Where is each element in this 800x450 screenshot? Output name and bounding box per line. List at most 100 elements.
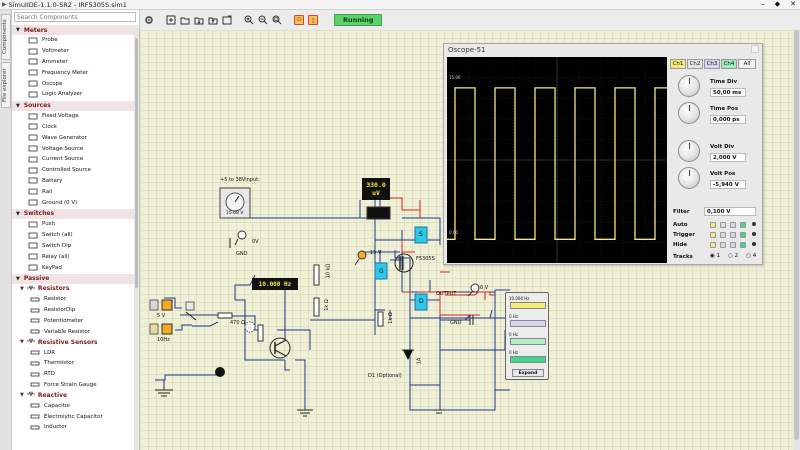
expand-button[interactable]: Expand [512, 369, 544, 377]
minimize-button[interactable]: – [761, 0, 765, 8]
frequency-probe-widget[interactable]: 10.000 Hz 0 Hz 0 Hz 0 Hz Expand [505, 292, 549, 380]
canvas-scrollbar[interactable] [793, 30, 800, 450]
component-item[interactable]: Battery [12, 176, 139, 187]
oscope-panel: Oscope-51 15.00 0.00 Ch1 Ch2 Ch3 Ch4 All… [443, 43, 763, 265]
component-item[interactable]: Thermistor [12, 358, 139, 369]
component-item[interactable]: Variable Resistor [12, 326, 139, 337]
channel-checkbox[interactable] [730, 232, 736, 238]
component-item[interactable]: RTD [12, 369, 139, 380]
close-button[interactable]: ✕ [790, 0, 796, 8]
time-pos-knob[interactable] [678, 102, 700, 124]
new-circuit-icon[interactable] [166, 15, 176, 25]
volt-pos-knob[interactable] [678, 167, 700, 189]
volt-pos-value[interactable]: -5,940 V [710, 180, 746, 189]
pause-icon[interactable]: ▯ [308, 15, 318, 25]
category-meters[interactable]: ▼Meters [12, 25, 139, 35]
component-item[interactable]: Current Source [12, 154, 139, 165]
component-item[interactable]: Force Strain Gauge [12, 380, 139, 391]
track-radio-2[interactable]: ○ 2 [728, 253, 739, 259]
power-icon[interactable]: ⏻ [294, 15, 304, 25]
track-radio-1[interactable]: ◉ 1 [710, 253, 721, 259]
zoom-in-icon[interactable] [244, 15, 254, 25]
component-item[interactable]: Resistor [12, 294, 139, 305]
zoom-out-icon[interactable] [258, 15, 268, 25]
tab-ch1[interactable]: Ch1 [670, 59, 686, 69]
chevron-down-icon: ▼ [16, 210, 20, 217]
search-input[interactable] [14, 12, 136, 22]
sidebar-scrollbar[interactable] [134, 30, 139, 450]
channel-checkbox[interactable] [740, 222, 746, 228]
channel-checkbox[interactable] [720, 222, 726, 228]
channel-checkbox[interactable] [720, 232, 726, 238]
component-item[interactable]: Switch Dip [12, 241, 139, 252]
channel-checkbox[interactable] [730, 242, 736, 248]
component-item[interactable]: Relay (all) [12, 251, 139, 262]
output-voltage: 0 V [480, 285, 489, 291]
component-item[interactable]: Wave Generator [12, 132, 139, 143]
component-item[interactable]: KeyPad [12, 262, 139, 273]
component-item[interactable]: Frequency Meter [12, 67, 139, 78]
component-item[interactable]: Voltage Source [12, 143, 139, 154]
component-icon [30, 349, 40, 356]
subcategory[interactable]: ▼Resistors [12, 284, 139, 294]
component-item[interactable]: Oscope [12, 78, 139, 89]
open-folder-icon[interactable] [180, 15, 190, 25]
component-item[interactable]: Controlled Source [12, 165, 139, 176]
component-icon [28, 188, 38, 195]
component-item[interactable]: Rail [12, 186, 139, 197]
save-icon[interactable] [194, 15, 204, 25]
tab-ch2[interactable]: Ch2 [687, 59, 703, 69]
gear-icon[interactable] [144, 15, 154, 25]
channel-checkbox[interactable] [740, 242, 746, 248]
volt-div-knob[interactable] [678, 140, 700, 162]
subcategory[interactable]: ▼Reactive [12, 390, 139, 400]
component-item[interactable]: Potentiometer [12, 316, 139, 327]
component-item[interactable]: Push [12, 219, 139, 230]
maximize-button[interactable]: ◆ [774, 0, 781, 8]
probe-row-1-value: 10.000 Hz [509, 296, 530, 301]
oscope-close-button[interactable] [751, 45, 759, 53]
component-item[interactable]: Voltmeter [12, 46, 139, 57]
component-item[interactable]: Ground (0 V) [12, 197, 139, 208]
category-sources[interactable]: ▼Sources [12, 100, 139, 111]
tab-file-explorer[interactable]: File explorer [1, 62, 11, 108]
export-icon[interactable] [222, 15, 232, 25]
component-item[interactable]: Logic Analyzer [12, 89, 139, 100]
component-item[interactable]: Clock [12, 122, 139, 133]
channel-checkbox[interactable] [740, 232, 746, 238]
component-item[interactable]: Fixed Voltage [12, 111, 139, 122]
filter-value[interactable]: 0,100 V [704, 207, 756, 216]
component-item[interactable]: Ammeter [12, 57, 139, 68]
category-label: Sources [23, 102, 51, 110]
time-div-knob[interactable] [678, 75, 700, 97]
channel-checkbox[interactable] [710, 232, 716, 238]
oscope-screen[interactable]: 15.00 0.00 [447, 57, 667, 263]
volt-div-value[interactable]: 2,000 V [710, 153, 746, 162]
category-switches[interactable]: ▼Switches [12, 208, 139, 219]
time-div-value[interactable]: 50,00 ms [710, 88, 746, 97]
channel-checkbox[interactable] [720, 242, 726, 248]
track-radio-4[interactable]: ○ 4 [746, 253, 757, 259]
channel-checkbox[interactable] [710, 242, 716, 248]
component-item[interactable]: Electrolytic Capacitor [12, 411, 139, 422]
tab-components[interactable]: Components [1, 14, 11, 60]
subcategory[interactable]: ▼Resistive Sensors [12, 337, 139, 347]
component-item[interactable]: Probe [12, 35, 139, 46]
component-item[interactable]: LDR [12, 347, 139, 358]
component-item[interactable]: Inductor [12, 422, 139, 433]
time-pos-value[interactable]: 0,000 ps [710, 115, 746, 124]
component-item[interactable]: Capacitor [12, 400, 139, 411]
component-item[interactable]: Switch (all) [12, 230, 139, 241]
tab-ch4[interactable]: Ch4 [721, 59, 737, 69]
component-icon [28, 145, 38, 152]
category-passive[interactable]: ▼Passive [12, 273, 139, 284]
save-as-icon[interactable] [208, 15, 218, 25]
component-label: Potentiometer [44, 317, 84, 324]
channel-checkbox[interactable] [710, 222, 716, 228]
component-item[interactable]: ResistorDip [12, 305, 139, 316]
tab-ch3[interactable]: Ch3 [704, 59, 720, 69]
tab-all[interactable]: All [738, 59, 756, 69]
zoom-fit-icon[interactable] [272, 15, 282, 25]
channel-checkbox[interactable] [730, 222, 736, 228]
